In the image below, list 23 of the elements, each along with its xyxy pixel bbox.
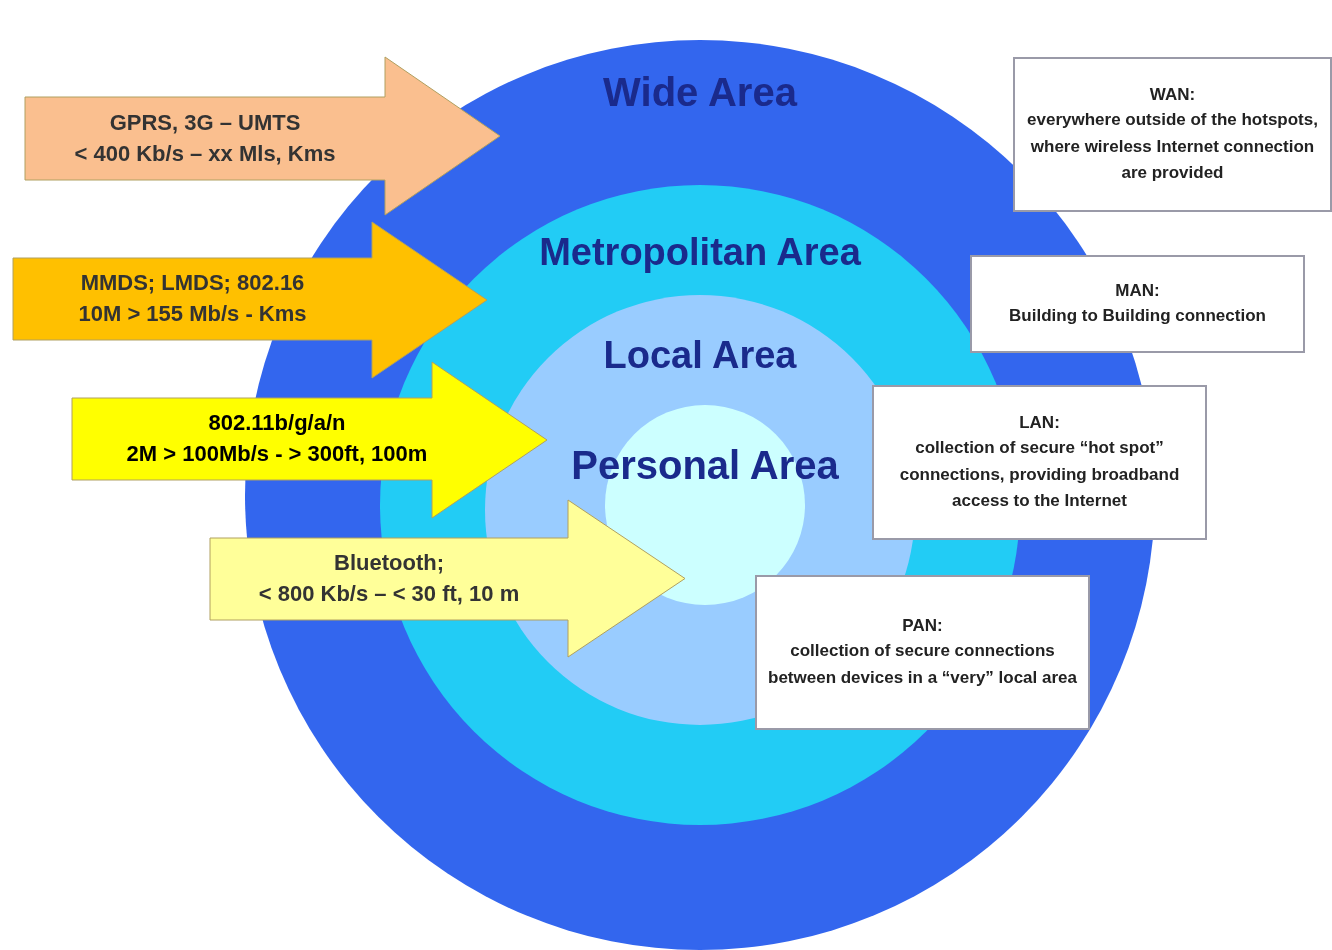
arrow-label: MMDS; LMDS; 802.16 (80, 269, 305, 298)
box-heading: LAN: (1019, 411, 1060, 434)
box-text: Building to Building connection (1009, 305, 1266, 328)
info-box (1013, 57, 1332, 212)
info-box (872, 385, 1207, 540)
arrow-label: Bluetooth; (334, 549, 444, 578)
zone-label: Local Area (603, 333, 797, 377)
box-heading: MAN: (1115, 279, 1160, 302)
box-heading: PAN: (902, 614, 943, 637)
zone-label: Wide Area (603, 69, 797, 115)
arrow-label: 10M > 155 Mb/s - Kms (78, 300, 307, 328)
zone-label: Personal Area (571, 442, 839, 488)
box-text: collection of secure connections between devices in a “very” local area (767, 640, 1078, 689)
arrow-label: 802.11b/g/a/n (208, 409, 346, 438)
box-heading: WAN: (1149, 83, 1196, 106)
arrow-label: < 800 Kb/s – < 30 ft, 10 m (258, 580, 520, 608)
zone-label: Metropolitan Area (539, 230, 861, 274)
box-text: everywhere outside of the hotspots, where wireless Internet connection are provided (1026, 109, 1319, 184)
info-box (970, 255, 1305, 353)
arrow-label: 2M > 100Mb/s - > 300ft, 100m (126, 440, 428, 468)
arrow-label: GPRS, 3G – UMTS (109, 108, 301, 137)
arrow-label: < 400 Kb/s – xx Mls, Kms (74, 139, 336, 168)
box-text: collection of secure “hot spot” connections, providing broadband access to the Internet (898, 437, 1181, 512)
